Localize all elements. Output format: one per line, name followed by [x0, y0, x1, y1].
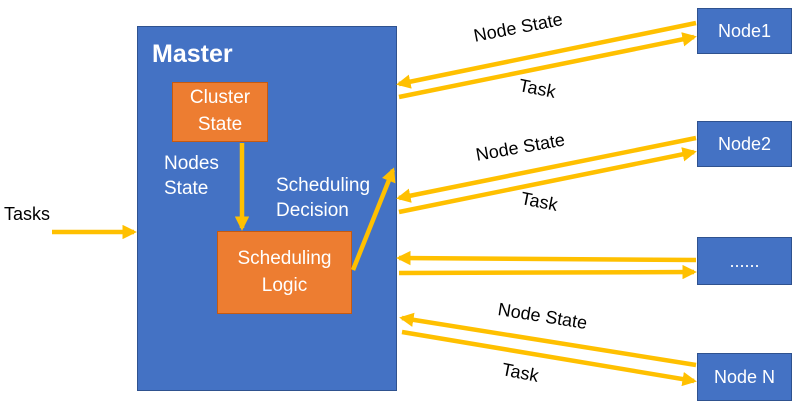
node-n-box: Node N: [697, 353, 792, 401]
scheduling-decision-line1: Scheduling: [276, 175, 371, 196]
noden-state-arrow: [399, 312, 697, 368]
ellipsis-state-arrow: [396, 250, 697, 266]
cluster-state-box: Cluster State: [172, 82, 268, 142]
cluster-state-line2: State: [197, 114, 243, 135]
master-title: Master: [152, 40, 233, 68]
nodes-state-line2: State: [164, 177, 209, 199]
scheduling-decision-arrow: [350, 167, 396, 271]
scheduling-logic-line2: Logic: [261, 274, 308, 296]
scheduling-decision-label: Scheduling Decision: [276, 174, 370, 223]
scheduling-logic-line1: Scheduling: [237, 247, 332, 269]
scheduling-logic-box: Scheduling Logic: [217, 231, 352, 314]
cluster-state-line1: Cluster: [189, 87, 251, 109]
node-1-box: Node1: [697, 8, 792, 54]
node-2-box: Node2: [697, 121, 792, 167]
tasks-input-label: Tasks: [4, 204, 51, 224]
node1-state-arrow: [396, 20, 697, 89]
node2-state-arrow: [396, 135, 697, 203]
node-ellipsis-box: ......: [697, 237, 792, 285]
node1-task-arrow: [398, 32, 697, 100]
node2-task-arrow: [398, 147, 697, 215]
ellipsis-task-arrow: [398, 264, 697, 280]
nodes-state-label: Nodes State: [164, 152, 219, 201]
noden-task-arrow: [401, 329, 697, 387]
scheduling-decision-line2: Decision: [276, 199, 349, 221]
nodes-state-line1: Nodes: [164, 153, 219, 174]
